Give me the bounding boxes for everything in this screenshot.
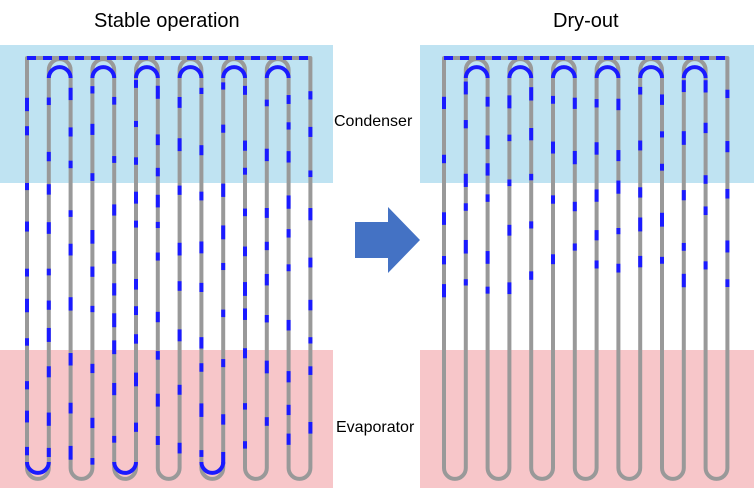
tube-path: [25, 56, 313, 481]
liquid-slug: [463, 65, 490, 79]
liquid-slug: [46, 65, 73, 79]
evaporator-label: Evaporator: [336, 419, 415, 436]
right-evaporator-zone: [420, 350, 754, 488]
liquid-slug: [177, 65, 204, 79]
left-serpentine-tube: [25, 56, 313, 481]
liquid-slug: [681, 65, 708, 79]
condenser-label: Condenser: [334, 113, 413, 130]
right-serpentine-tube: [442, 56, 730, 481]
left-panel-title: Stable operation: [94, 10, 240, 32]
left-liquid-slugs: [25, 56, 313, 475]
right-panel-title: Dry-out: [553, 10, 619, 32]
liquid-slug: [90, 65, 117, 79]
liquid-slug: [199, 461, 226, 475]
transition-arrow: [355, 207, 420, 273]
tube-path: [442, 56, 730, 481]
right-liquid-slugs: [442, 56, 730, 298]
left-evaporator-zone: [0, 350, 333, 488]
liquid-slug: [134, 65, 160, 79]
liquid-slug: [507, 65, 534, 79]
liquid-slug: [25, 461, 51, 475]
liquid-slug: [112, 461, 138, 475]
liquid-slug: [221, 65, 247, 79]
liquid-slug: [638, 65, 664, 79]
liquid-slug: [594, 65, 621, 79]
liquid-slug: [264, 65, 291, 79]
liquid-slug: [551, 65, 577, 79]
